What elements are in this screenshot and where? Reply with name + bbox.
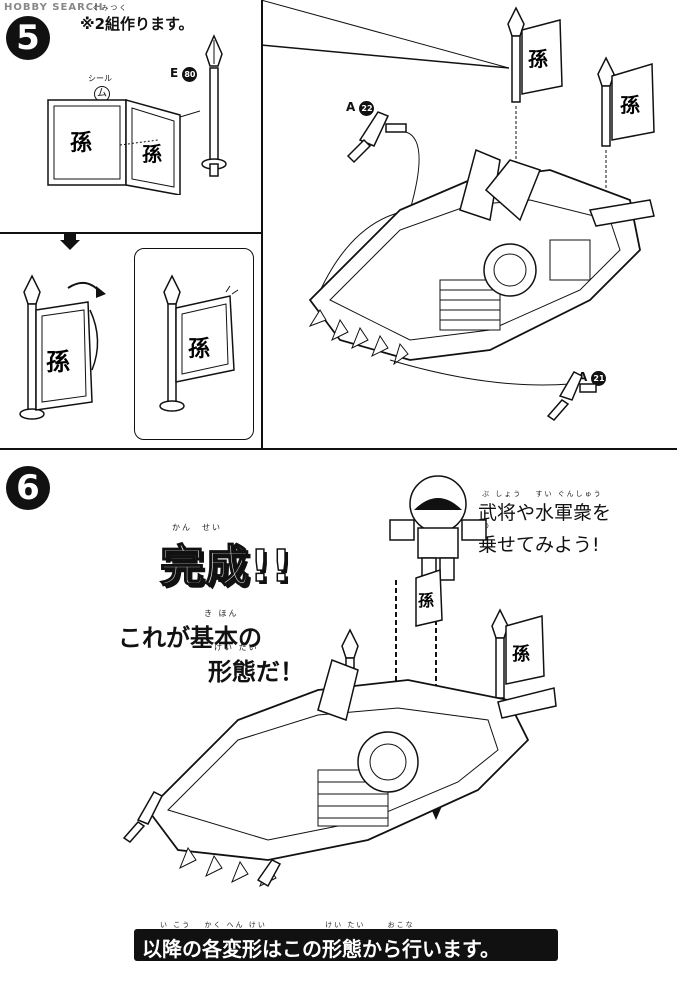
part-e80-label: E 80 [170,66,198,82]
completion-title: 完成!! [159,540,293,593]
part-a21-label: A 21 [578,370,607,386]
bubble-line-2: 乗せてみよう! [478,534,600,556]
step-5-note-ruby: くみつく [92,4,129,12]
arrow-down-icon [60,234,80,250]
step-6-number: 6 [16,468,40,508]
svg-text:孫: 孫 [70,130,92,156]
step-5-horizontal-divider [0,232,261,234]
footer-ruby: い こう かく へん けい けい たい おこな [160,921,415,929]
watermark: HOBBY SEARCH [4,2,104,13]
footer-banner [134,929,558,961]
seal-label: シール [88,74,112,83]
flag-result-box [134,248,254,440]
step-5-note: ※2組作ります。 [80,15,194,33]
section-divider [0,448,677,450]
part-e-number: 80 [182,67,198,82]
seal-code: ム [97,88,107,99]
pole-part-e80 [201,34,227,177]
svg-text:孫: 孫 [188,336,210,362]
title-ruby: かん せい [172,523,222,532]
ship-assembly-illustration: 孫 孫 [308,6,655,421]
completed-ship-illustration: 孫 孫 [122,475,557,888]
flag-folding-illustration: 孫 [19,274,106,420]
svg-text:孫: 孫 [620,93,640,117]
step-6-badge: 6 [6,466,50,510]
bubble-line-1: 武将や水軍衆を [478,502,612,524]
svg-text:孫: 孫 [418,591,434,610]
flag-result-illustration: 孫 [159,274,239,412]
part-a22-number: 22 [359,101,375,116]
svg-text:孫: 孫 [142,142,162,166]
svg-text:孫: 孫 [512,643,530,665]
line2-ruby: けい たい [214,643,259,652]
step-5-number: 5 [16,18,40,58]
svg-text:孫: 孫 [528,47,548,71]
bubble-ruby-1: ぶ しょう すい ぐんしゅう [482,490,603,498]
part-a21-number: 21 [591,371,607,386]
step-5-vertical-divider [261,0,263,448]
line1-ruby: き ほん [204,609,239,618]
part-a21-letter: A [578,370,588,384]
footer-text: 以降の各変形はこの形態から行います。 [142,937,500,961]
part-a22-letter: A [346,100,356,114]
basic-form-line-2: 形態だ！ [208,658,304,686]
flag-seal-illustration: 孫 孫 [47,99,200,195]
step-5-guide-lines [261,0,510,69]
basic-form-line-1: これが基本の [118,624,262,652]
svg-text:孫: 孫 [46,347,70,376]
part-a22-label: A 22 [346,100,375,116]
part-e-letter: E [170,66,179,80]
step-5-badge: 5 [6,16,50,60]
